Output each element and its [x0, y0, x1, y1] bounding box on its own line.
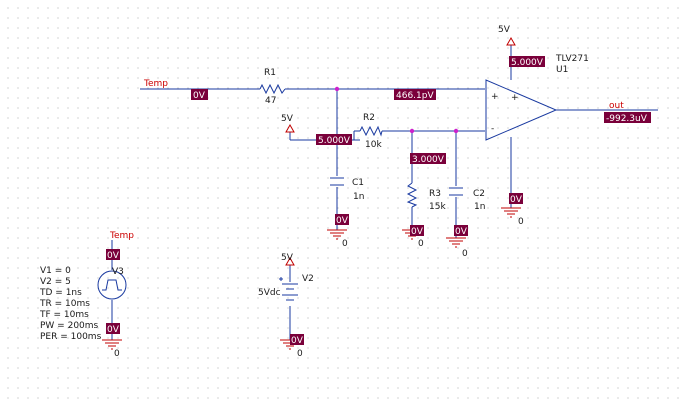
supply-u1: 5V — [498, 25, 516, 46]
u1-supply-label: 5V — [498, 25, 511, 35]
ground-u1-label: 0 — [518, 217, 524, 227]
svg-text:0V: 0V — [510, 195, 523, 205]
svg-text:0V: 0V — [291, 336, 304, 346]
v3-parameters: V1 = 0 V2 = 5 TD = 1ns TR = 10ms TF = 10… — [39, 266, 102, 342]
v2-value: 5Vdc — [258, 288, 281, 298]
v3-param-v1: V1 = 0 — [40, 266, 71, 276]
pulse-source-v3[interactable]: V3 — [97, 267, 127, 300]
u1-designator: U1 — [556, 65, 568, 75]
u1-part-name: TLV271 — [555, 54, 589, 64]
voltage-tag-v3-top: 0V — [106, 249, 120, 261]
junction-dot — [453, 128, 459, 134]
voltage-tag-noninv: 466.1pV — [394, 89, 436, 101]
dc-source-v2[interactable]: V2 5Vdc — [258, 274, 314, 301]
voltage-tag-input: 0V — [191, 89, 208, 101]
svg-text:0V: 0V — [107, 325, 120, 335]
junction-dot — [334, 86, 340, 92]
r2-designator: R2 — [363, 113, 375, 123]
supply-v2: 5V — [281, 253, 295, 266]
ground-c2: 0 — [446, 237, 468, 259]
r2-value: 10k — [365, 140, 382, 150]
opamp-plus-pin: + — [491, 92, 499, 102]
ground-u1: 0 — [501, 207, 524, 227]
ground-v2-label: 0 — [297, 349, 303, 359]
resistor-r2[interactable]: R2 10k — [353, 113, 383, 150]
capacitor-c1[interactable]: C1 1n — [330, 177, 364, 202]
junction-dot — [409, 128, 415, 134]
v3-param-tr: TR = 10ms — [39, 299, 90, 309]
v3-designator: V3 — [112, 267, 124, 277]
v3-param-pw: PW = 200ms — [40, 321, 99, 331]
svg-text:0V: 0V — [411, 227, 424, 237]
opamp-plus-pin-inner: + — [511, 93, 519, 103]
resistor-r3[interactable]: R3 15k — [406, 182, 446, 212]
voltage-tag-r3-gnd: 0V — [410, 225, 424, 237]
r1-value: 47 — [265, 96, 276, 106]
ground-c1-label: 0 — [342, 239, 348, 249]
voltage-tag-output: -992.3uV — [604, 112, 651, 124]
v2-supply-label: 5V — [281, 253, 294, 263]
resistor-r1[interactable]: R1 47 — [259, 68, 286, 106]
voltage-tag-r2-top: 5.000V — [316, 134, 352, 146]
voltage-tag-divider: 3.000V — [410, 153, 446, 165]
c1-value: 1n — [353, 192, 364, 202]
svg-text:5.000V: 5.000V — [318, 136, 351, 146]
ground-c1: 0 — [327, 229, 348, 249]
c2-value: 1n — [474, 202, 485, 212]
c1-designator: C1 — [352, 178, 364, 188]
voltage-tag-u1-supply: 5.000V — [509, 56, 545, 68]
svg-text:466.1pV: 466.1pV — [396, 91, 434, 101]
v3-param-v2: V2 = 5 — [40, 277, 71, 287]
svg-text:3.000V: 3.000V — [412, 155, 445, 165]
svg-text:0V: 0V — [193, 91, 206, 101]
net-label-out: out — [609, 101, 624, 111]
svg-text:0V: 0V — [336, 216, 349, 226]
voltage-tag-c1-gnd: 0V — [335, 214, 349, 226]
c2-designator: C2 — [473, 189, 485, 199]
v2-designator: V2 — [302, 274, 314, 284]
opamp-u1[interactable]: + + - TLV271 U1 — [485, 54, 589, 141]
svg-text:0V: 0V — [107, 251, 120, 261]
v3-param-per: PER = 100ms — [40, 332, 102, 342]
net-label-temp-input: Temp — [143, 79, 168, 89]
opamp-minus-pin: - — [491, 124, 494, 134]
v3-param-tf: TF = 10ms — [39, 310, 89, 320]
r3-designator: R3 — [429, 189, 441, 199]
net-label-temp-source: Temp — [109, 231, 134, 241]
svg-text:0V: 0V — [455, 227, 468, 237]
ground-v3: 0 — [102, 339, 122, 359]
voltage-tag-v2-gnd: 0V — [290, 334, 304, 346]
v3-param-td: TD = 1ns — [39, 288, 82, 298]
r1-designator: R1 — [264, 68, 276, 78]
ground-r3-label: 0 — [418, 239, 424, 249]
supply-r2: 5V — [281, 114, 295, 133]
svg-text:-992.3uV: -992.3uV — [606, 114, 648, 124]
capacitor-c2[interactable]: C2 1n — [449, 187, 485, 212]
r2-supply-label: 5V — [281, 114, 294, 124]
r3-value: 15k — [429, 202, 446, 212]
ground-c2-label: 0 — [462, 249, 468, 259]
voltage-tag-v3-gnd: 0V — [106, 323, 120, 335]
svg-text:5.000V: 5.000V — [511, 58, 544, 68]
ground-v3-label: 0 — [114, 349, 120, 359]
voltage-tag-c2-gnd: 0V — [454, 225, 468, 237]
voltage-tag-u1-gnd: 0V — [509, 193, 523, 205]
